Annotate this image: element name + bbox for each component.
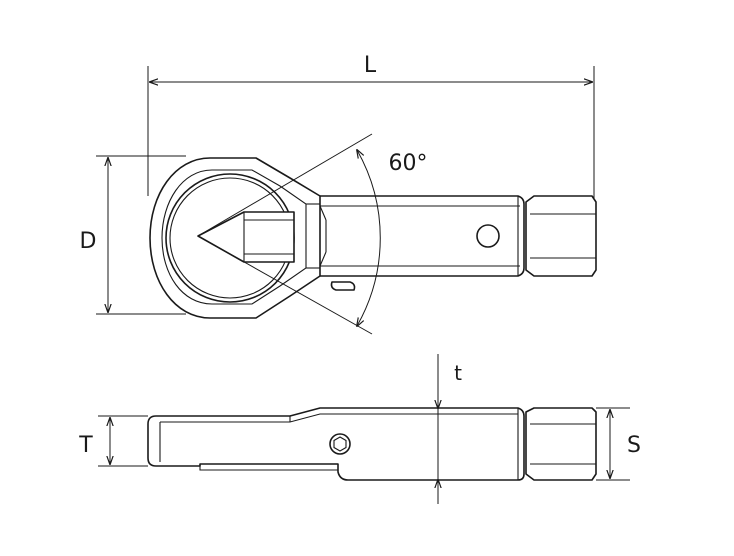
hex-socket-screw xyxy=(329,433,351,455)
hex-drive-side xyxy=(525,407,597,481)
dimension-s: S xyxy=(596,407,641,481)
handle-body-top xyxy=(295,195,525,277)
dimension-d: D xyxy=(80,155,186,315)
ring-head xyxy=(149,157,356,319)
hex-drive-top xyxy=(525,195,597,277)
label-d: D xyxy=(80,229,97,254)
side-view: T t xyxy=(78,354,641,504)
set-screw xyxy=(330,281,356,291)
top-view: L D xyxy=(80,53,597,335)
angle-construction: 60° xyxy=(197,133,428,335)
label-l: L xyxy=(364,53,377,78)
label-s: S xyxy=(627,433,641,458)
pin-hole xyxy=(476,224,500,248)
dimension-t-body: t xyxy=(438,354,462,504)
dimension-l: L xyxy=(147,53,595,206)
label-t-body: t xyxy=(454,361,462,385)
label-t-head: T xyxy=(78,433,93,458)
label-angle: 60° xyxy=(389,151,428,176)
dimension-t-head: T xyxy=(78,415,148,467)
profile-body xyxy=(147,407,525,481)
